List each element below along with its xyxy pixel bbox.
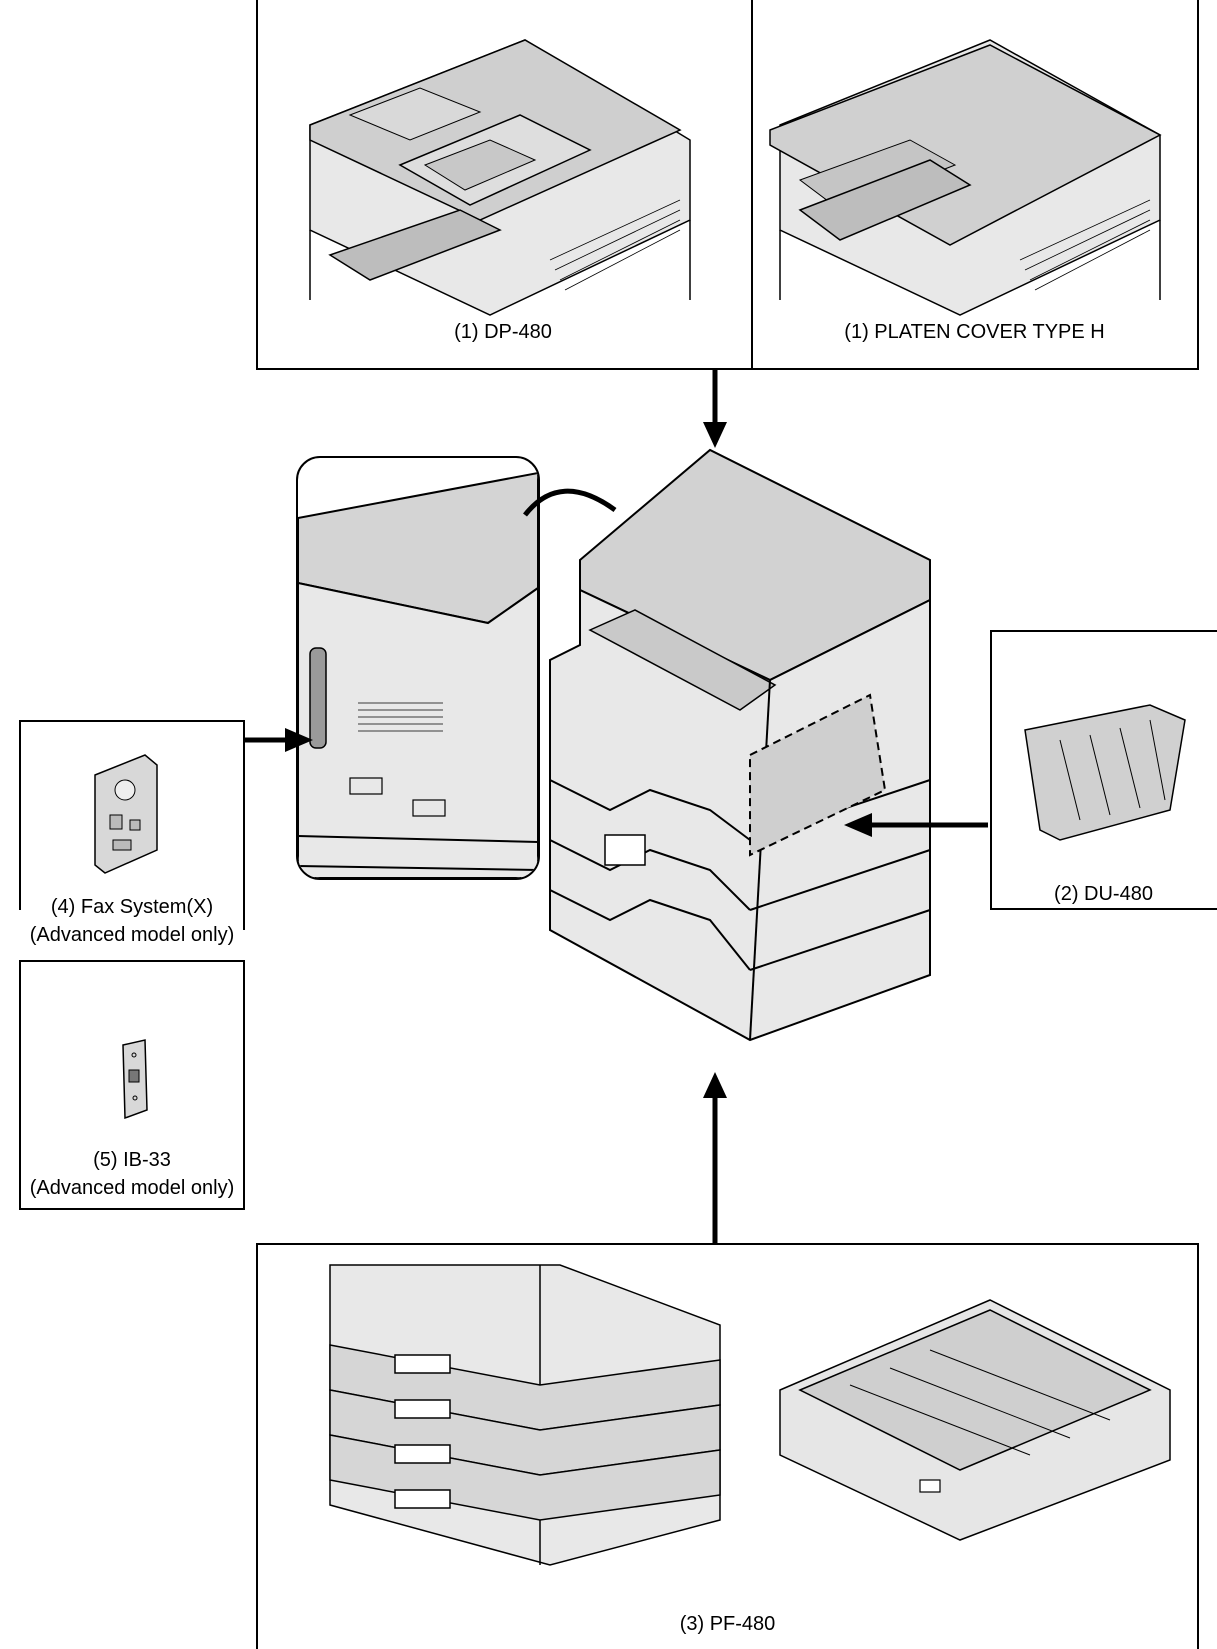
fax-note: (Advanced model only) xyxy=(4,923,260,947)
arrow-up-pf480 xyxy=(700,1070,730,1245)
ib33-frame-top-edge xyxy=(19,960,245,962)
arrow-down-top xyxy=(700,370,730,450)
ib33-label: (5) IB-33 xyxy=(4,1148,260,1172)
ib33-frame-bottom-edge xyxy=(19,1208,245,1210)
platen-cover-label: (1) PLATEN COVER TYPE H xyxy=(750,320,1199,344)
pf480-label: (3) PF-480 xyxy=(256,1612,1199,1636)
du480-label: (2) DU-480 xyxy=(990,882,1217,906)
main-machine-illustration xyxy=(550,450,950,1070)
pf480-unit-illustration xyxy=(780,1280,1170,1540)
zoom-callout-detail xyxy=(298,458,538,878)
fax-board-illustration xyxy=(85,755,165,875)
dp480-label: (1) DP-480 xyxy=(256,320,750,344)
arrow-left-du480 xyxy=(840,812,990,838)
dp480-illustration xyxy=(290,30,710,300)
zoom-callout xyxy=(296,456,540,880)
arrow-right-fax xyxy=(245,727,315,753)
ib33-board-illustration xyxy=(115,1040,155,1120)
top-divider xyxy=(751,0,753,368)
fax-label: (4) Fax System(X) xyxy=(4,895,260,919)
platen-cover-illustration xyxy=(760,30,1180,300)
callout-connector xyxy=(520,470,620,520)
du480-illustration xyxy=(1020,700,1190,840)
fax-frame-left-edge xyxy=(19,720,21,910)
pf480-stacked-illustration xyxy=(330,1265,720,1565)
ib33-note: (Advanced model only) xyxy=(4,1176,260,1200)
